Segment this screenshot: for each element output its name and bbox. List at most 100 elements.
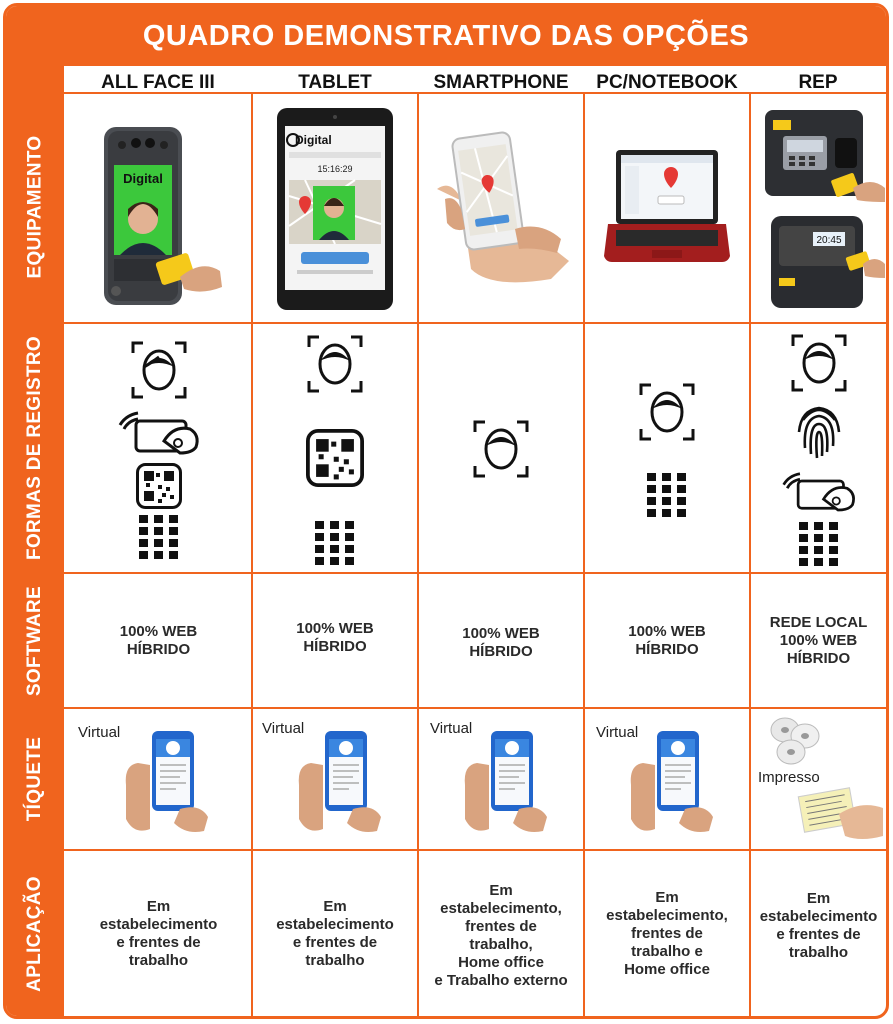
grid-line bbox=[583, 92, 585, 1016]
smartphone-device-image bbox=[419, 96, 583, 322]
svg-text:20:45: 20:45 bbox=[816, 235, 841, 246]
application-text: trabalho, bbox=[469, 936, 533, 953]
face-icon bbox=[473, 420, 529, 478]
application-text: trabalho e bbox=[631, 942, 703, 960]
virtual-ticket-phone-image bbox=[455, 718, 555, 844]
row-label-text: SOFTWARE bbox=[24, 585, 46, 696]
software-text: HÍBRIDO bbox=[303, 638, 367, 655]
application-text: estabelecimento, bbox=[440, 900, 562, 917]
row-label-software: SOFTWARE bbox=[6, 574, 64, 707]
qr-icon bbox=[135, 463, 182, 509]
laptop-device-image bbox=[585, 96, 749, 322]
software-text: 100% WEB bbox=[779, 631, 858, 649]
software-text: HÍBRIDO bbox=[635, 640, 699, 658]
software-text: 100% WEB bbox=[296, 620, 374, 637]
application-text: Em bbox=[806, 890, 831, 907]
application-cell: Em estabelecimento e frentes de trabalho bbox=[253, 851, 417, 1016]
ticket-label: Virtual bbox=[430, 720, 473, 737]
row-label-text: APLICAÇÃO bbox=[24, 875, 45, 992]
ticket-label: Virtual bbox=[262, 720, 305, 737]
software-text: HÍBRIDO bbox=[469, 642, 533, 660]
keypad-icon bbox=[315, 521, 354, 565]
grid-line bbox=[64, 849, 886, 851]
application-text: e Trabalho externo bbox=[434, 972, 568, 989]
application-text: Em bbox=[146, 897, 171, 915]
application-cell: Em estabelecimento, frentes de trabalho … bbox=[585, 851, 749, 1016]
qr-icon bbox=[306, 429, 364, 487]
row-label-tiquete: TÍQUETE bbox=[6, 709, 64, 849]
row-label-formas: FORMAS DE REGISTRO bbox=[6, 324, 64, 572]
software-text: 100% WEB bbox=[119, 622, 198, 640]
virtual-ticket-phone-image bbox=[621, 718, 721, 844]
column-header: REP bbox=[798, 72, 838, 93]
fingerprint-icon bbox=[797, 406, 840, 459]
application-text: e frentes de bbox=[292, 933, 378, 951]
software-cell: 100% WEB HÍBRIDO bbox=[66, 574, 251, 707]
grid-line bbox=[749, 92, 751, 1016]
keypad-icon bbox=[798, 522, 838, 566]
application-text: trabalho bbox=[305, 951, 365, 969]
application-text: Home office bbox=[624, 960, 710, 978]
software-text: 100% WEB bbox=[462, 624, 540, 642]
application-cell: Em estabelecimento e frentes de trabalho bbox=[66, 851, 251, 1016]
face-icon bbox=[791, 334, 846, 392]
grid-line bbox=[64, 92, 886, 94]
application-text: trabalho bbox=[788, 944, 849, 961]
printed-ticket-image bbox=[761, 712, 885, 848]
registration-cell-tablet bbox=[253, 326, 417, 572]
column-header: SMARTPHONE bbox=[433, 72, 569, 93]
application-text: Em bbox=[323, 897, 347, 915]
ticket-label: Virtual bbox=[78, 724, 121, 741]
row-label-equipamento: EQUIPAMENTO bbox=[6, 92, 64, 322]
application-text: Em bbox=[655, 888, 679, 906]
software-cell: 100% WEB HÍBRIDO bbox=[419, 574, 583, 711]
software-text: HÍBRIDO bbox=[126, 640, 191, 658]
application-text: Home office bbox=[458, 954, 544, 971]
page-title: QUADRO DEMONSTRATIVO DAS OPÇÕES bbox=[142, 19, 750, 52]
application-cell: Em estabelecimento, frentes de trabalho,… bbox=[419, 851, 583, 1016]
svg-text:Digital: Digital bbox=[295, 133, 332, 147]
title-bar: QUADRO DEMONSTRATIVO DAS OPÇÕES bbox=[6, 6, 886, 66]
row-label-text: FORMAS DE REGISTRO bbox=[24, 336, 46, 560]
software-text: HÍBRIDO bbox=[786, 649, 851, 667]
virtual-ticket-phone-image bbox=[289, 718, 389, 844]
grid-line bbox=[417, 92, 419, 1016]
application-text: Em bbox=[489, 882, 513, 899]
virtual-ticket-phone-image bbox=[116, 718, 216, 844]
row-label-text: EQUIPAMENTO bbox=[24, 135, 45, 279]
software-text: 100% WEB bbox=[628, 622, 706, 640]
ticket-label: Impresso bbox=[758, 769, 820, 786]
allface-device-image: Digital bbox=[66, 96, 251, 322]
card-icon bbox=[118, 411, 199, 455]
tablet-device-image: Digital 15:16:29 bbox=[253, 96, 417, 322]
application-text: estabelecimento, bbox=[606, 906, 728, 924]
application-text: estabelecimento bbox=[99, 915, 218, 933]
application-text: e frentes de bbox=[776, 926, 861, 943]
software-cell: 100% WEB HÍBRIDO bbox=[585, 574, 749, 707]
application-cell: Em estabelecimento e frentes de trabalho bbox=[751, 851, 886, 1001]
row-label-bar bbox=[6, 66, 64, 1016]
svg-text:15:16:29: 15:16:29 bbox=[317, 164, 352, 174]
application-text: estabelecimento bbox=[276, 915, 394, 933]
column-header: ALL FACE III bbox=[101, 72, 215, 93]
row-label-aplicacao: APLICAÇÃO bbox=[6, 851, 64, 1016]
grid-line bbox=[64, 707, 886, 709]
grid-line bbox=[64, 322, 886, 324]
registration-cell-pc bbox=[585, 326, 749, 572]
ticket-label: Virtual bbox=[596, 724, 639, 741]
comparison-table: QUADRO DEMONSTRATIVO DAS OPÇÕES EQUIPAME… bbox=[3, 3, 889, 1019]
application-text: frentes de bbox=[465, 918, 537, 935]
registration-cell-smartphone bbox=[419, 326, 583, 572]
keypad-icon bbox=[138, 515, 178, 559]
rep-device-image: 20:45 bbox=[751, 96, 886, 322]
software-cell: REDE LOCAL 100% WEB HÍBRIDO bbox=[751, 574, 886, 707]
column-header: PC/NOTEBOOK bbox=[596, 72, 738, 93]
face-icon bbox=[639, 383, 695, 441]
keypad-icon bbox=[647, 473, 686, 517]
application-text: trabalho bbox=[128, 951, 189, 969]
card-icon bbox=[781, 472, 855, 512]
svg-text:Digital: Digital bbox=[123, 171, 163, 186]
application-text: frentes de bbox=[631, 924, 703, 942]
face-icon bbox=[131, 341, 186, 399]
application-text: estabelecimento bbox=[759, 908, 878, 925]
